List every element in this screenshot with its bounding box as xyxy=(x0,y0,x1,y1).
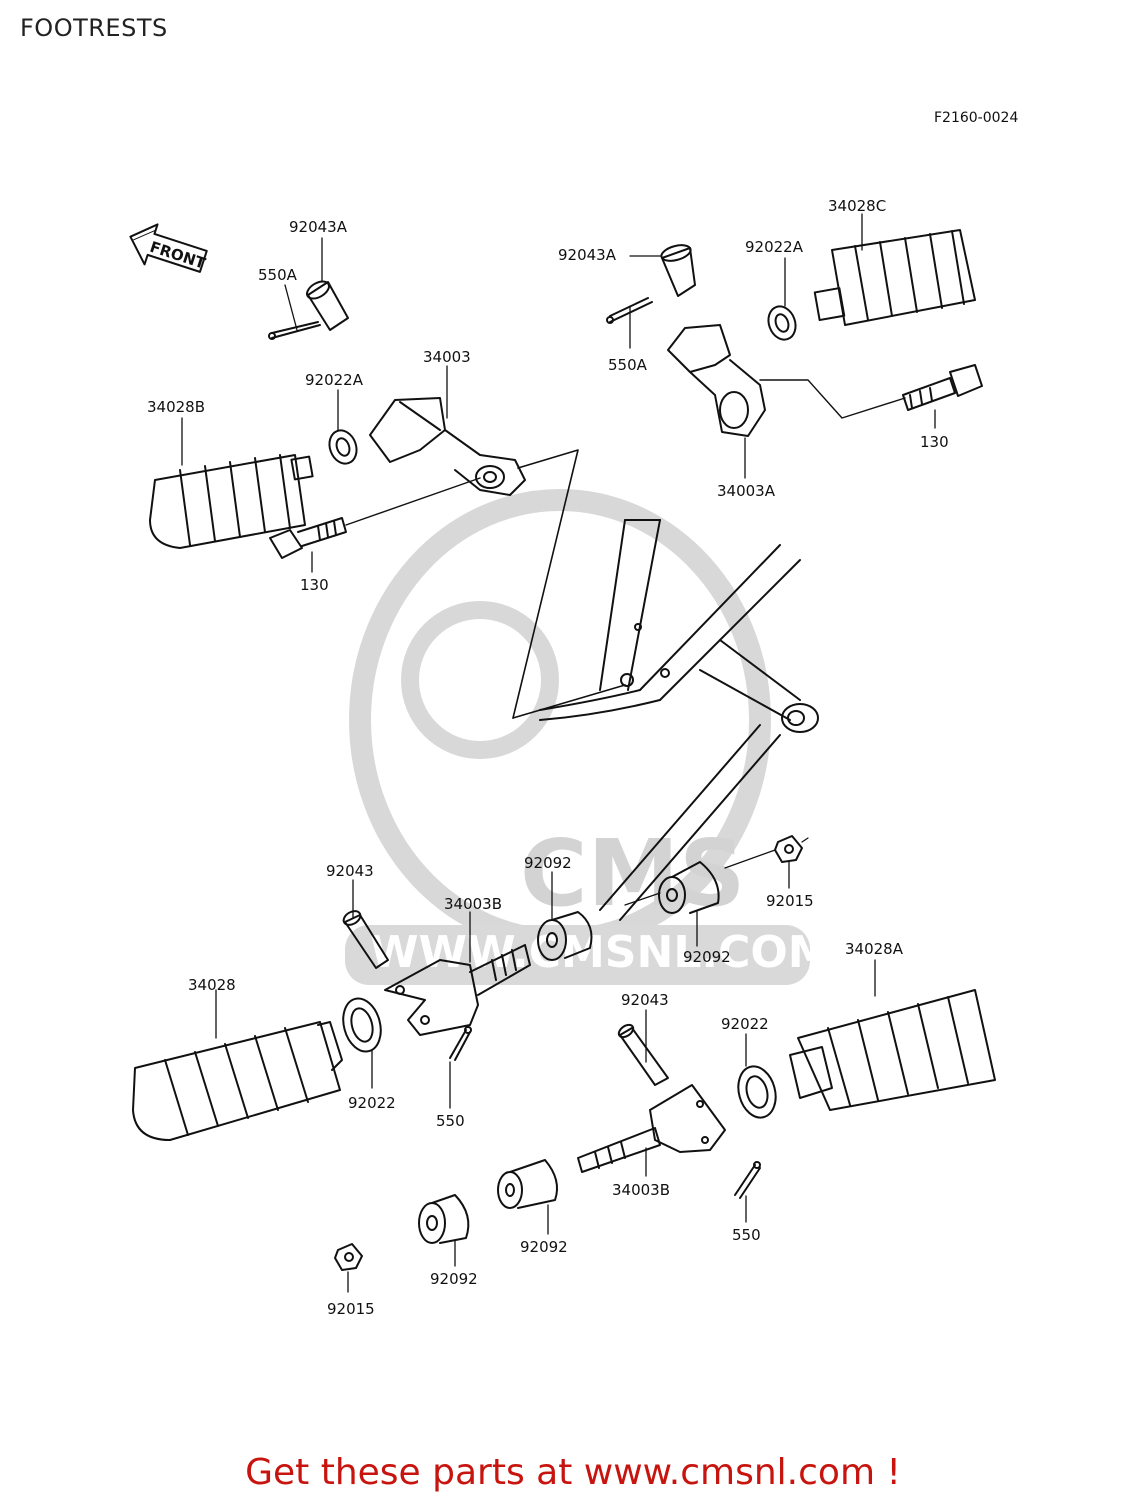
watermark-url: WWW.CMSNL.COM xyxy=(370,927,832,978)
callout-550-left: 550 xyxy=(436,1112,465,1130)
pin-92043-left xyxy=(342,910,389,969)
bracket-34003b-right xyxy=(577,1084,726,1173)
callout-92022a-right: 92022A xyxy=(745,238,804,256)
bracket-34003 xyxy=(369,397,526,496)
pin-92043a-right xyxy=(660,244,696,297)
callout-34003b-right: 34003B xyxy=(612,1181,670,1199)
footpeg-34028a xyxy=(789,989,996,1111)
figure-code: F2160-0024 xyxy=(934,110,1019,126)
callout-92043a-left: 92043A xyxy=(289,218,348,236)
callout-92092-lower-left: 92092 xyxy=(430,1270,478,1288)
collar-92092-lower-left xyxy=(418,1194,470,1244)
nut-92015-left xyxy=(334,1243,363,1271)
footpeg-34028b xyxy=(149,454,314,549)
callout-34028: 34028 xyxy=(188,976,236,994)
callout-550a-left: 550A xyxy=(258,266,298,284)
bolt-130-left xyxy=(269,477,481,559)
washer-92022a-left xyxy=(328,429,358,465)
callout-550a-right: 550A xyxy=(608,356,648,374)
callout-92043-left: 92043 xyxy=(326,862,374,880)
footpeg-34028c xyxy=(813,229,976,326)
washer-92022-right xyxy=(737,1065,777,1119)
callout-92043-right: 92043 xyxy=(621,991,669,1009)
footer-promo-link[interactable]: Get these parts at www.cmsnl.com ! xyxy=(245,1452,901,1493)
callout-34028b: 34028B xyxy=(147,398,205,416)
pin-92043-right xyxy=(617,1023,669,1086)
front-arrow-label: FRONT xyxy=(148,238,209,273)
washer-92022a-right xyxy=(767,305,797,341)
callout-labels: 92043A 550A 34003 92022A 34028B 130 9204… xyxy=(147,197,949,1318)
callout-130-left: 130 xyxy=(300,576,329,594)
footpeg-34028 xyxy=(132,1021,343,1141)
cotter-pin-550-left xyxy=(449,1026,472,1061)
cotter-pin-550a-right xyxy=(606,297,653,324)
callout-92015-right: 92015 xyxy=(766,892,814,910)
leader-lines xyxy=(181,213,936,1293)
callout-130-right: 130 xyxy=(920,433,949,451)
front-arrow: FRONT xyxy=(129,223,209,273)
collar-92092-lower-right xyxy=(497,1159,558,1209)
cotter-pin-550-right xyxy=(734,1161,761,1199)
callout-92092-upper: 92092 xyxy=(524,854,572,872)
callout-92043a-right: 92043A xyxy=(558,246,617,264)
callout-92022-left: 92022 xyxy=(348,1094,396,1112)
callout-92092-mid: 92092 xyxy=(683,948,731,966)
pin-92043a-left xyxy=(306,280,349,331)
bracket-34003a xyxy=(667,324,766,437)
washer-92022-left xyxy=(342,997,382,1053)
callout-92015-left: 92015 xyxy=(327,1300,375,1318)
callout-34003b-left: 34003B xyxy=(444,895,502,913)
callout-34028a: 34028A xyxy=(845,940,904,958)
bolt-130-right xyxy=(759,364,983,419)
cotter-pin-550a-left xyxy=(268,321,321,340)
nut-92015-right xyxy=(724,835,809,869)
callout-34003: 34003 xyxy=(423,348,471,366)
frame-subframe xyxy=(539,519,819,921)
page-title: FOOTRESTS xyxy=(20,14,168,42)
callout-92092-lower-right: 92092 xyxy=(520,1238,568,1256)
callout-34028c: 34028C xyxy=(828,197,886,215)
callout-34003a: 34003A xyxy=(717,482,776,500)
callout-92022-right: 92022 xyxy=(721,1015,769,1033)
callout-550-right: 550 xyxy=(732,1226,761,1244)
callout-92022a-left: 92022A xyxy=(305,371,364,389)
cms-watermark: CMS WWW.CMSNL.COM xyxy=(345,489,832,985)
collar-92092-mid xyxy=(624,861,720,914)
bracket-34003b-left xyxy=(384,944,531,1036)
